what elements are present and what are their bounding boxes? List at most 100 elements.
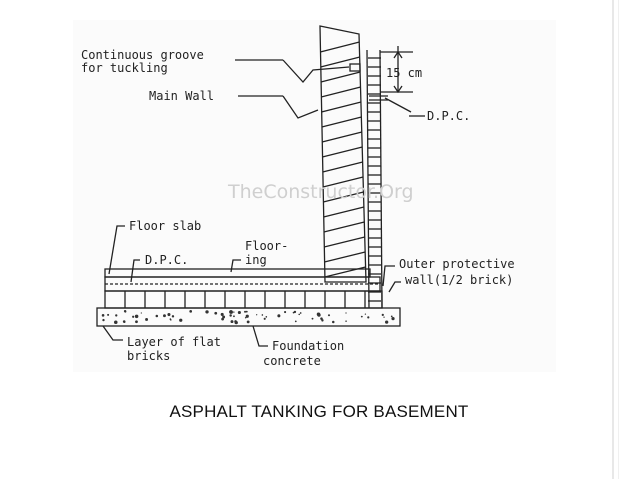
concrete-aggregate-dot xyxy=(179,318,183,322)
concrete-aggregate-dot xyxy=(234,320,238,325)
concrete-aggregate-dot xyxy=(256,314,258,316)
concrete-aggregate-dot xyxy=(277,314,281,318)
concrete-aggregate-dot xyxy=(321,319,324,322)
diagram-panel: Continuous groove for tuckling Main Wall… xyxy=(73,20,556,372)
concrete-aggregate-dot xyxy=(263,317,266,320)
foundation-concrete xyxy=(96,307,401,327)
concrete-aggregate-dot xyxy=(124,310,127,313)
tuckling-groove xyxy=(349,63,361,72)
wall-hatch-line xyxy=(321,101,362,113)
wall-hatch-line xyxy=(320,41,360,53)
concrete-aggregate-dot xyxy=(381,313,384,317)
concrete-aggregate-dot xyxy=(233,315,235,318)
wall-hatch-line xyxy=(323,206,365,218)
concrete-aggregate-dot xyxy=(237,310,241,315)
concrete-aggregate-dot xyxy=(171,315,175,318)
concrete-aggregate-dot xyxy=(283,310,287,314)
concrete-aggregate-dot xyxy=(345,320,347,322)
concrete-aggregate-dot xyxy=(261,314,264,316)
concrete-aggregate-dot xyxy=(332,320,335,324)
label-groove-line2: for tuckling xyxy=(81,61,168,75)
concrete-aggregate-dot xyxy=(101,314,105,317)
label-floor-slab: Floor slab xyxy=(129,219,201,233)
concrete-aggregate-dot xyxy=(229,310,233,314)
concrete-aggregate-dot xyxy=(135,320,138,324)
concrete-aggregate-dot xyxy=(298,313,301,316)
concrete-aggregate-dot xyxy=(327,314,331,317)
label-flat-bricks-line1: Layer of flat xyxy=(127,335,221,349)
dpc-top-marker xyxy=(369,95,412,113)
concrete-aggregate-dot xyxy=(385,320,389,324)
concrete-aggregate-dot xyxy=(102,318,105,322)
concrete-aggregate-dot xyxy=(189,310,193,313)
label-groove-line1: Continuous groove xyxy=(81,48,204,62)
label-main-wall: Main Wall xyxy=(149,89,214,103)
concrete-aggregate-dot xyxy=(244,316,247,319)
concrete-aggregate-dot xyxy=(364,313,367,315)
concrete-aggregate-dot xyxy=(299,312,302,314)
concrete-aggregate-dot xyxy=(233,311,235,313)
concrete-aggregate-dot xyxy=(244,310,247,313)
concrete-aggregate-dot xyxy=(155,314,159,318)
concrete-aggregate-dot xyxy=(392,318,394,320)
concrete-aggregate-dot xyxy=(107,313,110,316)
floor-construction xyxy=(96,268,401,327)
wall-hatch-line xyxy=(320,56,361,68)
concrete-aggregate-dot xyxy=(294,320,297,323)
concrete-aggregate-dot xyxy=(229,314,232,317)
label-flooring-line1: Floor- xyxy=(245,239,288,253)
label-dimension-15cm: 15 cm xyxy=(386,66,422,80)
wall-hatch-line xyxy=(322,176,364,188)
concrete-aggregate-dot xyxy=(245,314,249,318)
tanking-diagram: Continuous groove for tuckling Main Wall… xyxy=(81,25,515,368)
label-dpc-top: D.P.C. xyxy=(427,109,470,123)
concrete-aggregate-dot xyxy=(222,315,226,319)
wall-hatch-line xyxy=(320,71,361,83)
concrete-aggregate-dot xyxy=(311,317,314,320)
label-dpc-floor: D.P.C. xyxy=(145,253,188,267)
wall-hatch-line xyxy=(323,221,365,233)
concrete-aggregate-dot xyxy=(245,310,248,313)
concrete-aggregate-dot xyxy=(221,317,224,321)
concrete-aggregate-dot xyxy=(383,316,385,318)
concrete-aggregate-dot xyxy=(345,312,347,314)
main-wall-hatch xyxy=(320,41,366,278)
concrete-aggregate-dot xyxy=(214,311,218,315)
concrete-aggregate-dot xyxy=(317,313,321,317)
label-foundation-line1: Foundation xyxy=(272,339,344,353)
label-flooring-line2: ing xyxy=(245,253,267,267)
slide-edge-line xyxy=(612,0,614,479)
concrete-aggregate-dot xyxy=(205,310,209,314)
label-flat-bricks-line2: bricks xyxy=(127,349,170,363)
concrete-aggregate-dot xyxy=(292,311,295,314)
flat-brick-layer xyxy=(104,290,383,309)
watermark-text: TheConstructor.Org xyxy=(227,181,414,203)
wall-hatch-line xyxy=(322,161,363,173)
wall-hatch-line xyxy=(322,146,363,158)
concrete-aggregate-dot xyxy=(167,313,171,317)
concrete-aggregate-dot xyxy=(114,320,118,325)
wall-hatch-line xyxy=(321,86,361,98)
concrete-aggregate-dot xyxy=(140,312,142,314)
foundation-concrete-aggregate xyxy=(101,310,395,325)
slide-edge-line-secondary xyxy=(618,0,619,479)
concrete-aggregate-dot xyxy=(132,315,135,318)
concrete-aggregate-dot xyxy=(390,315,393,318)
label-foundation-line2: concrete xyxy=(263,354,321,368)
concrete-aggregate-dot xyxy=(230,320,234,324)
concrete-aggregate-dot xyxy=(115,314,118,317)
wall-hatch-line xyxy=(321,116,362,128)
wall-hatch-line xyxy=(323,191,364,203)
flat-brick-joints xyxy=(124,291,366,308)
wall-hatch-line xyxy=(323,236,365,248)
slide-caption: ASPHALT TANKING FOR BASEMENT xyxy=(169,402,469,421)
dimension-15cm xyxy=(380,46,413,94)
concrete-aggregate-dot xyxy=(145,318,148,321)
concrete-aggregate-dot xyxy=(170,319,172,321)
leader-lines xyxy=(102,59,425,347)
wall-hatch-line xyxy=(321,131,363,143)
concrete-aggregate-dot xyxy=(367,316,370,319)
concrete-aggregate-dot xyxy=(163,314,166,318)
concrete-aggregate-dot xyxy=(246,320,250,324)
outer-protective-wall xyxy=(366,49,383,309)
